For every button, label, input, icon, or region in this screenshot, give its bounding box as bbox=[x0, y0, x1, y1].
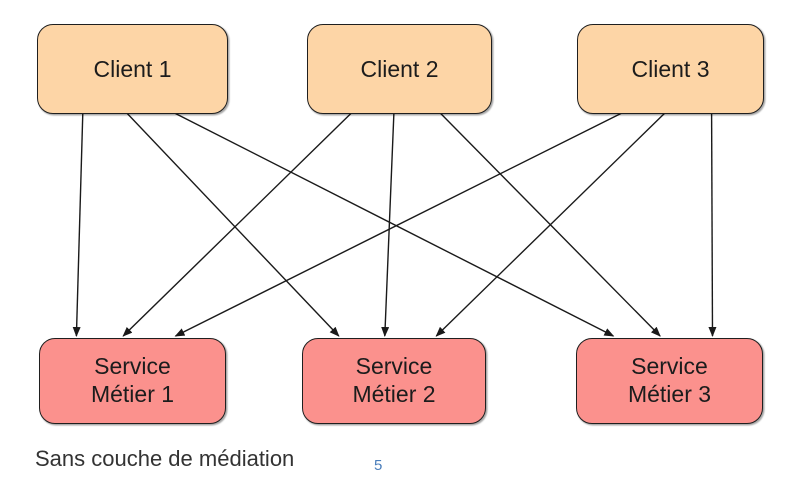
client-2-node: Client 2 bbox=[307, 24, 492, 114]
arrow-client1-service1 bbox=[72, 112, 84, 337]
arrow-client3-service2 bbox=[435, 112, 666, 337]
client-1-node: Client 1 bbox=[37, 24, 228, 114]
service-metier-2-node: Service Métier 2 bbox=[302, 338, 486, 424]
service-metier-1-label: Service Métier 1 bbox=[90, 353, 175, 407]
service-metier-3-node: Service Métier 3 bbox=[576, 338, 763, 424]
arrow-client1-service2 bbox=[126, 112, 340, 337]
service-metier-2-label: Service Métier 2 bbox=[352, 353, 436, 407]
arrow-client3-service1 bbox=[174, 112, 623, 337]
page-number: 5 bbox=[374, 457, 383, 474]
arrow-client2-service1 bbox=[122, 112, 352, 337]
client-3-label: Client 3 bbox=[631, 55, 710, 82]
arrow-client2-service2 bbox=[381, 112, 395, 337]
arrow-client3-service3 bbox=[708, 112, 717, 337]
service-metier-3-label: Service Métier 3 bbox=[627, 353, 712, 407]
service-metier-1-node: Service Métier 1 bbox=[39, 338, 226, 424]
client-2-label: Client 2 bbox=[360, 55, 439, 82]
client-1-label: Client 1 bbox=[93, 55, 172, 82]
arrow-client1-service3 bbox=[174, 112, 615, 337]
arrow-client2-service3 bbox=[439, 112, 661, 337]
slide-caption: Sans couche de médiation bbox=[35, 446, 295, 471]
client-3-node: Client 3 bbox=[577, 24, 764, 114]
